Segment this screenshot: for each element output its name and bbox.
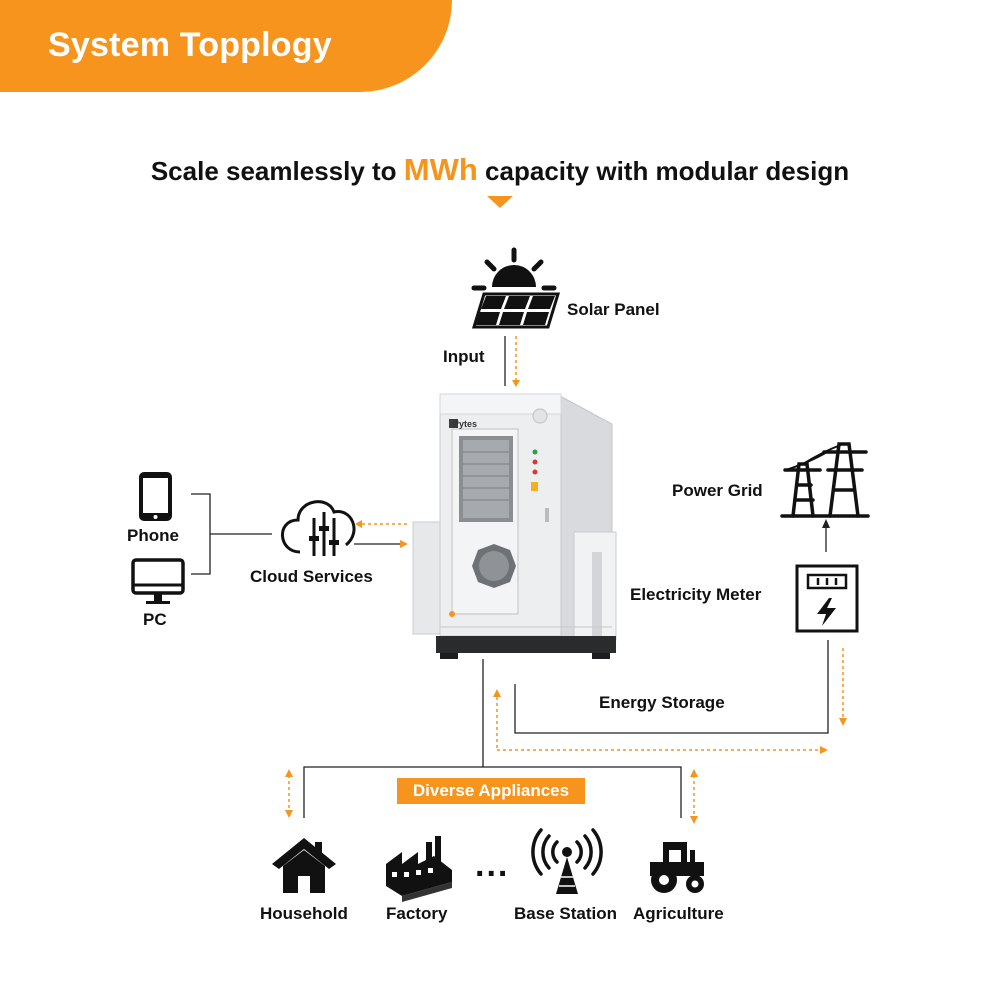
more-appliances-ellipsis: ... <box>475 846 510 884</box>
pc-label: PC <box>143 610 167 629</box>
cabinet-brand-label: Pytes <box>453 419 478 429</box>
tagline-highlight: MWh <box>403 152 478 187</box>
cloud-services-icon <box>281 500 356 556</box>
power-grid-icon <box>780 442 870 518</box>
tagline-after: capacity with modular design <box>477 156 850 186</box>
tagline-before: Scale seamlessly to <box>150 156 404 186</box>
diverse-appliances-badge: Diverse Appliances <box>397 778 585 804</box>
appliance-label-factory: Factory <box>386 904 448 923</box>
phone-label: Phone <box>127 526 179 545</box>
base-station-icon <box>531 828 603 894</box>
energy-storage-label: Energy Storage <box>599 693 725 712</box>
device-bracket <box>191 493 272 575</box>
agriculture-icon <box>650 842 704 893</box>
appliance-label-household: Household <box>260 904 348 923</box>
electricity-meter-icon <box>795 564 859 633</box>
down-arrow-icon <box>487 196 513 208</box>
tagline: Scale seamlessly to MWh capacity with mo… <box>0 152 1000 188</box>
electricity-meter-label: Electricity Meter <box>630 585 762 604</box>
appliance-label-base-station: Base Station <box>514 904 617 923</box>
phone-icon <box>139 472 172 521</box>
household-icon <box>272 838 336 893</box>
cloud-services-label: Cloud Services <box>250 567 373 586</box>
factory-icon <box>386 836 452 902</box>
input-label: Input <box>443 347 485 366</box>
energy-storage-cabinet <box>412 393 617 659</box>
pc-icon <box>131 558 185 604</box>
power-grid-label: Power Grid <box>672 481 763 500</box>
header-banner <box>0 0 452 92</box>
appliance-bus-line <box>303 766 682 818</box>
solar-panel-label: Solar Panel <box>567 300 660 319</box>
solar-panel-icon <box>471 247 561 329</box>
page-title: System Topplogy <box>48 26 332 64</box>
appliance-label-agriculture: Agriculture <box>633 904 724 923</box>
energy-storage-line <box>514 640 829 734</box>
